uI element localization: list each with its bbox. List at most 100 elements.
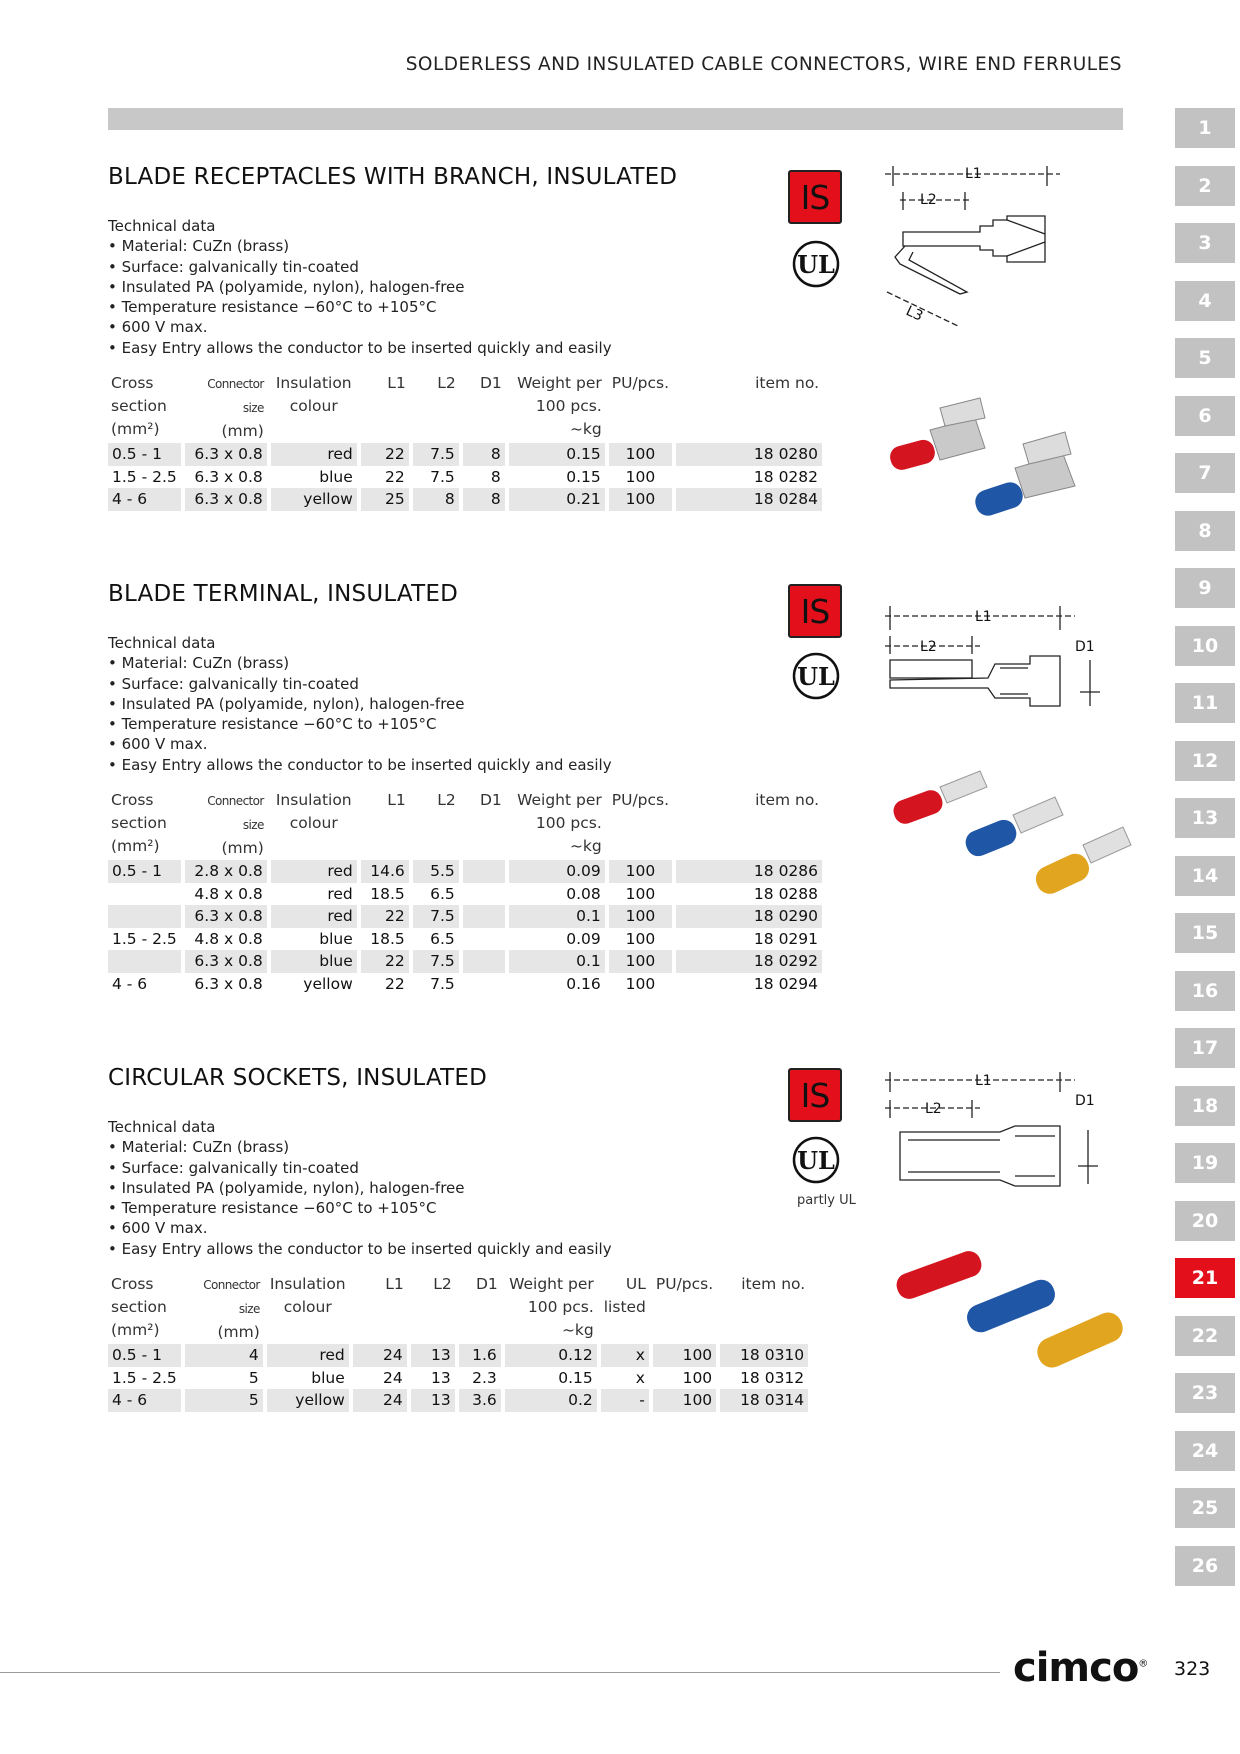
chapter-tab-19[interactable]: 19	[1175, 1143, 1235, 1183]
table-cell: 18 0290	[676, 905, 823, 928]
table-cell: 0.15	[558, 1368, 593, 1387]
chapter-tab-1[interactable]: 1	[1175, 108, 1235, 148]
tech-item: • 600 V max.	[108, 318, 208, 337]
table-cell: 4 - 6	[112, 974, 148, 993]
tech-heading: Technical data	[108, 634, 216, 652]
chapter-tab-25[interactable]: 25	[1175, 1488, 1235, 1528]
chapter-tab-23[interactable]: 23	[1175, 1373, 1235, 1413]
table-cell: blue	[319, 467, 353, 486]
chapter-tab-17[interactable]: 17	[1175, 1028, 1235, 1068]
table-cell: 0.5 - 1	[108, 1344, 181, 1367]
receptacle-blue-image	[975, 431, 1076, 516]
chapter-tab-15[interactable]: 15	[1175, 913, 1235, 953]
tech-item: • Temperature resistance −60°C to +105°C	[108, 715, 437, 734]
chapter-tab-8[interactable]: 8	[1175, 510, 1235, 551]
receptacle-red-image	[890, 397, 986, 470]
table-cell	[463, 928, 505, 951]
chapter-tab-3[interactable]: 3	[1175, 223, 1235, 263]
chapter-tab-9[interactable]: 9	[1175, 568, 1235, 608]
table-cell: 18 0292	[676, 950, 823, 973]
tech-item: • Easy Entry allows the conductor to be …	[108, 338, 612, 357]
tech-item: • Material: CuZn (brass)	[108, 654, 290, 673]
table-cell	[462, 905, 505, 928]
table-cell: 100	[652, 1344, 717, 1367]
col-l1: L1	[385, 1275, 404, 1293]
dimension-drawing-circular-socket: L1 L2 D1	[885, 1072, 1098, 1187]
table-cell: blue	[270, 950, 357, 973]
chapter-tab-14[interactable]: 14	[1175, 855, 1235, 896]
cimco-logo: cimco®	[1013, 1645, 1148, 1691]
table-cell: yellow	[303, 974, 353, 993]
chapter-tab-4[interactable]: 4	[1175, 280, 1235, 321]
table-cell: 0.1	[508, 905, 605, 928]
section-circular-sockets: CIRCULAR SOCKETS, INSULATED Technical da…	[108, 1065, 848, 1412]
table-cell: 8	[462, 443, 505, 466]
tech-item: • Material: CuZn (brass)	[108, 1138, 290, 1157]
tech-item: • Insulated PA (polyamide, nylon), halog…	[108, 694, 465, 713]
chapter-tab-12[interactable]: 12	[1175, 740, 1235, 781]
table-cell: 100	[608, 860, 673, 883]
table-cell: x	[600, 1344, 649, 1367]
svg-text:L1: L1	[975, 1073, 992, 1089]
chapter-tab-20[interactable]: 20	[1175, 1200, 1235, 1241]
svg-text:D1: D1	[1075, 1093, 1095, 1109]
col-item-no: item no.	[755, 374, 820, 392]
chapter-tab-6[interactable]: 6	[1175, 395, 1235, 436]
col-item-no: item no.	[741, 1275, 806, 1293]
col-connector-size: Connector size(mm)	[207, 794, 264, 857]
tech-item: • Insulated PA (polyamide, nylon), halog…	[108, 277, 465, 296]
table-cell: 18 0288	[753, 884, 819, 903]
product-photo-terminals	[893, 770, 1132, 894]
chapter-tab-21[interactable]: 21	[1175, 1258, 1235, 1298]
col-item-no: item no.	[755, 791, 820, 809]
is-badge: IS	[788, 584, 842, 638]
section-blade-receptacles: BLADE RECEPTACLES WITH BRANCH, INSULATED…	[108, 164, 848, 511]
section-title: CIRCULAR SOCKETS, INSULATED	[108, 1065, 487, 1091]
table-cell: 100	[608, 488, 673, 511]
table-cell: 4 - 6	[108, 488, 181, 511]
product-photo-receptacles	[890, 397, 1076, 516]
table-cell: 4 - 6	[108, 1389, 181, 1412]
tech-heading: Technical data	[108, 217, 216, 235]
tech-item: • Easy Entry allows the conductor to be …	[108, 1239, 612, 1258]
table-cell: 4.8 x 0.8	[194, 929, 263, 948]
table-cell: blue	[319, 929, 353, 948]
table-cell: 100	[625, 467, 656, 486]
chapter-tab-5[interactable]: 5	[1175, 338, 1235, 378]
chapter-tab-16[interactable]: 16	[1175, 970, 1235, 1011]
svg-text:UL: UL	[797, 250, 835, 279]
chapter-tab-2[interactable]: 2	[1175, 165, 1235, 206]
table-cell: x	[635, 1368, 645, 1387]
table-cell: 18 0310	[720, 1344, 809, 1367]
chapter-tab-18[interactable]: 18	[1175, 1085, 1235, 1126]
table-cell: 6.3 x 0.8	[184, 905, 267, 928]
table-cell: 25	[360, 488, 409, 511]
page-number: 323	[1174, 1658, 1211, 1680]
table-cell: 2.3	[472, 1368, 497, 1387]
chapter-tab-24[interactable]: 24	[1175, 1430, 1235, 1471]
col-pu: PU/pcs.	[611, 791, 670, 809]
col-l2: L2	[437, 374, 456, 392]
table-cell: yellow	[266, 1389, 349, 1412]
is-badge: IS	[788, 1068, 842, 1122]
table-cell	[462, 950, 505, 973]
chapter-tab-22[interactable]: 22	[1175, 1315, 1235, 1356]
table-cell: 0.2	[504, 1389, 597, 1412]
chapter-tab-10[interactable]: 10	[1175, 625, 1235, 666]
chapter-tab-7[interactable]: 7	[1175, 453, 1235, 493]
table-cell: 0.12	[504, 1344, 597, 1367]
table-cell	[462, 860, 505, 883]
table-cell: 7.5	[412, 905, 459, 928]
chapter-tab-13[interactable]: 13	[1175, 798, 1235, 838]
chapter-tab-26[interactable]: 26	[1175, 1545, 1235, 1586]
table-cell: 5.5	[412, 860, 459, 883]
svg-text:L2: L2	[925, 1101, 942, 1117]
chapter-tab-11[interactable]: 11	[1175, 683, 1235, 723]
